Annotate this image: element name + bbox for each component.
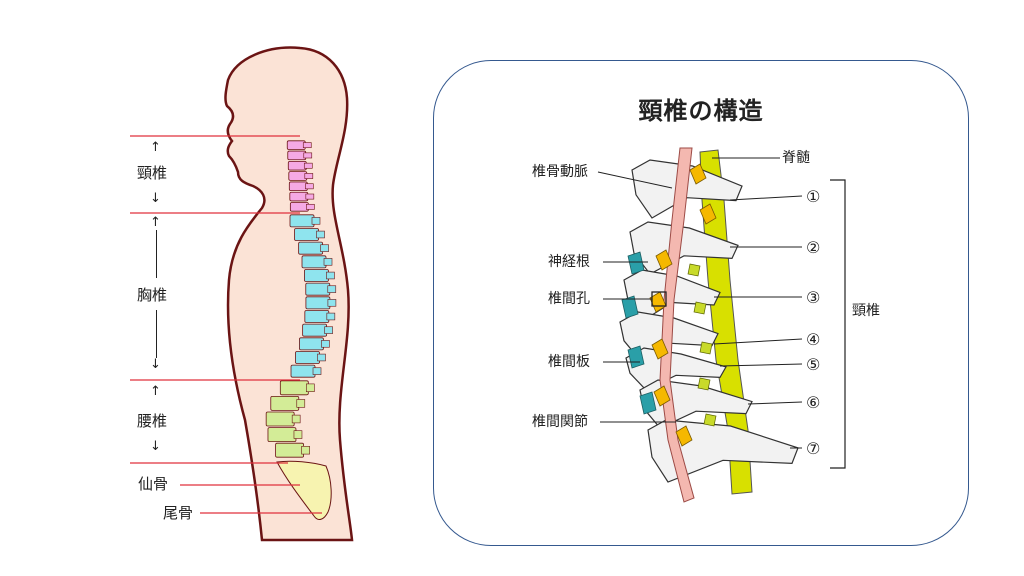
cervical-vertebra [287,160,307,171]
cervical-vertebra [288,171,308,181]
thoracic-vertebra [302,323,328,337]
vertebra-number-3: ③ [806,288,821,307]
thoracic-vertebra [298,241,324,255]
thoracic-vertebra-process [311,217,321,225]
lumbar-vertebra [265,411,295,427]
coccyx-label: 尾骨 [163,504,194,522]
cervical-vertebra-process [303,152,313,159]
lumbar-vertebra [279,380,309,396]
thoracic-vertebra-process [316,230,325,239]
thoracic-arrow-shaft-bottom [156,310,157,358]
thoracic-vertebra-process [327,299,337,307]
lumbar-vertebra-process [291,414,301,424]
thoracic-vertebra [304,269,329,282]
thoracic-vertebra-process [312,367,322,375]
cervical-bracket-label: 頸椎 [852,303,880,319]
thoracic-arrow-shaft-top [156,230,157,278]
thoracic-vertebra-process [320,244,329,252]
cervical-vertebra-process [306,203,315,210]
thoracic-vertebra [294,228,319,241]
vertebra-number-5: ⑤ [806,355,821,374]
region-guide-lines [130,135,322,514]
lumbar-vertebra-process [306,383,315,392]
vertebra-number-1: ① [806,187,821,206]
cervical-vertebra [286,140,306,150]
cervical-vertebra-process [302,142,312,149]
intervertebral-foramen-label: 椎間孔 [548,291,590,307]
intervertebral-disc-label: 椎間板 [548,354,590,370]
body-outline [224,46,354,542]
lumbar-label: 腰椎 [137,412,168,430]
cervical-vertebra [289,191,309,202]
sacrum-label: 仙骨 [138,475,169,493]
lumbar-vertebra-process [301,445,310,455]
lumbar-vertebra-process [296,399,306,408]
vertebra-number-2: ② [806,238,821,257]
thoracic-vertebra [301,255,327,269]
cervical-vertebra-process [304,173,314,179]
cervical-arrow-down: ↓ [150,191,161,206]
thoracic-vertebra-process [317,353,326,362]
lumbar-vertebra [275,442,304,458]
vertebra-number-7: ⑦ [806,439,821,458]
thoracic-vertebra [289,214,315,228]
nerve-root-label: 神経根 [548,254,590,270]
vertebra-number-6: ⑥ [806,393,821,412]
thoracic-vertebra-process [326,312,336,321]
panel-title: 頸椎の構造 [638,97,764,125]
lumbar-arrow-up: ↑ [150,384,161,399]
vertebra-number-4: ④ [806,330,821,349]
cervical-vertebra [289,202,309,212]
thoracic-arrow-down: ↓ [150,357,161,372]
cervical-vertebra [287,150,307,161]
cervical-vertebra-process [305,183,314,190]
thoracic-vertebra [299,337,324,351]
thoracic-vertebra [295,351,320,364]
thoracic-arrow-up: ↑ [150,215,161,230]
lumbar-vertebra [267,427,297,443]
cervical-structure-panel: 頸椎の構造 [433,60,969,546]
thoracic-vertebra-process [321,340,330,348]
thoracic-vertebra [290,364,316,378]
thoracic-vertebra-process [326,271,335,280]
thoracic-vertebra-process [327,285,337,293]
spinal-cord-label: 脊髄 [782,150,810,166]
spine-vertebrae [265,140,337,458]
cervical-vertebra [288,181,308,192]
sacrum-bone [276,460,332,520]
cervical-label: 頸椎 [137,164,168,182]
thoracic-vertebra-process [324,326,333,334]
cervical-vertebra-process [303,162,313,169]
thoracic-vertebra [305,296,331,310]
thoracic-vertebra [305,282,331,296]
thoracic-vertebra-process [323,258,333,266]
cervical-arrow-up: ↑ [150,140,161,155]
body-side-silhouette [130,46,354,542]
thoracic-label: 胸椎 [137,286,168,304]
vertebral-artery-label: 椎骨動脈 [532,164,588,180]
lumbar-vertebra-process [293,430,303,439]
cervical-vertebra-process [305,193,315,200]
facet-joint-label: 椎間関節 [532,414,588,430]
thoracic-vertebra [304,310,330,323]
lumbar-vertebra [270,395,300,411]
lumbar-arrow-down: ↓ [150,439,161,454]
